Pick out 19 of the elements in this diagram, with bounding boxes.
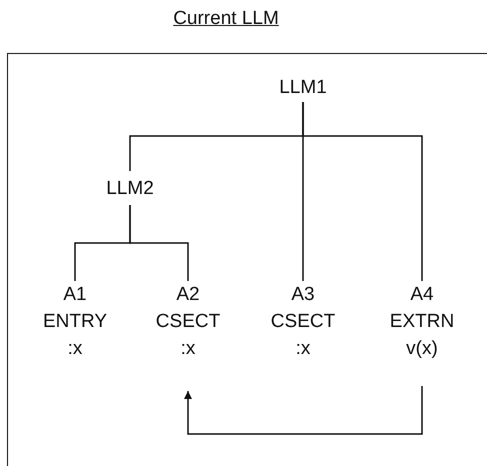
- node-label: A1: [63, 283, 87, 307]
- node-label: LLM1: [279, 76, 327, 100]
- frame: [7, 53, 487, 466]
- node-label: A2: [176, 283, 200, 307]
- node-label: A3: [291, 283, 315, 307]
- node-label: :x: [180, 337, 196, 361]
- node-label: :x: [68, 337, 82, 361]
- node-label: A4: [410, 283, 434, 307]
- node-label: CSECT: [156, 310, 220, 334]
- arrow: [184, 386, 423, 435]
- node-label: :x: [296, 337, 310, 361]
- node-label: LLM2: [106, 176, 154, 200]
- connector-line: [302, 102, 423, 281]
- connector-line: [129, 205, 189, 281]
- node-label: EXTRN: [390, 310, 454, 334]
- node-label: ENTRY: [42, 310, 108, 334]
- node-label: CSECT: [270, 310, 336, 334]
- diagram-title: Current LLM: [172, 8, 280, 30]
- node-label: v(x): [406, 337, 438, 361]
